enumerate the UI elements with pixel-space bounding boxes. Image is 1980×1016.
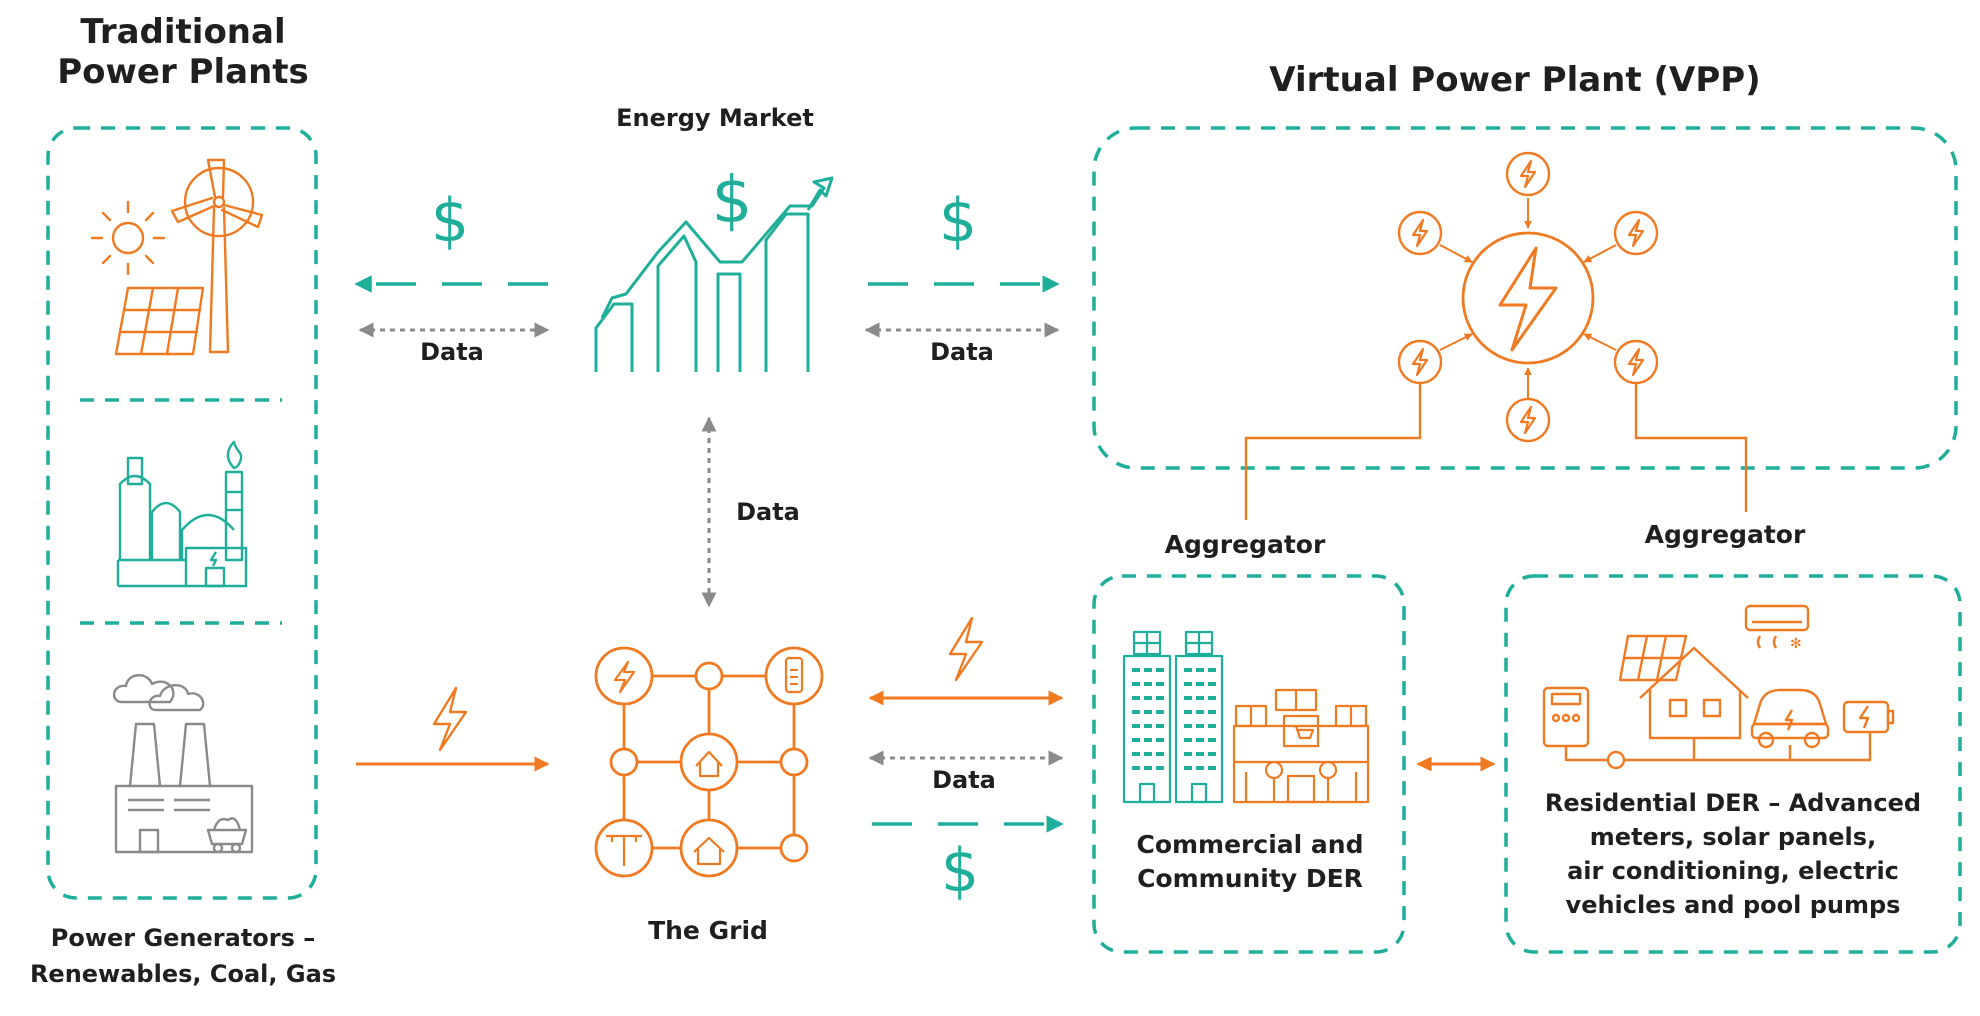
residential-der-label-line4: vehicles and pool pumps <box>1565 891 1901 919</box>
residential-der-label-line3: air conditioning, electric <box>1567 857 1899 885</box>
aggregator-label-right: Aggregator <box>1644 520 1806 549</box>
energy-market-title: Energy Market <box>616 104 814 132</box>
dollar-icon-market: $ <box>711 164 753 238</box>
data-label-top-right: Data <box>930 338 994 366</box>
traditional-plants-title-line1: Traditional <box>80 12 286 52</box>
dollar-icon-left: $ <box>430 186 470 256</box>
bolt-icon-grid-flow <box>948 616 984 682</box>
residential-der-label: Residential DER – Advanced meters, solar… <box>1512 786 1954 922</box>
power-generators-caption-line2: Renewables, Coal, Gas <box>29 960 337 988</box>
rising-chart-icon <box>594 176 834 372</box>
commercial-der-container <box>1092 574 1406 954</box>
aggregator-label-left: Aggregator <box>1164 530 1326 559</box>
vpp-container <box>1092 126 1958 470</box>
data-label-vertical: Data <box>736 498 800 526</box>
traditional-plants-container <box>46 126 318 900</box>
grid-network-icon <box>594 646 824 878</box>
residential-der-container <box>1504 574 1962 954</box>
gas-refinery-icon <box>116 440 248 588</box>
commercial-der-label: Commercial and Community DER <box>1100 828 1400 896</box>
dollar-icon-bottom: $ <box>940 836 980 906</box>
aggregator-line-right <box>1634 383 1748 512</box>
power-generators-caption-line1: Power Generators – <box>50 924 316 952</box>
vpp-title: Virtual Power Plant (VPP) <box>1269 60 1761 100</box>
traditional-plants-title: Traditional Power Plants <box>38 12 328 92</box>
residential-der-label-line1: Residential DER – Advanced <box>1544 789 1922 817</box>
dollar-icon-right: $ <box>938 186 978 256</box>
commercial-buildings-icon <box>1122 630 1370 804</box>
bolt-icon-plants-flow <box>432 686 468 752</box>
commercial-der-label-line2: Community DER <box>1137 864 1363 893</box>
power-generators-caption: Power Generators – Renewables, Coal, Gas <box>8 920 358 992</box>
grid-title: The Grid <box>648 916 768 945</box>
sun-wind-solar-icon <box>90 158 264 356</box>
lightning-hub-icon <box>1397 151 1659 443</box>
data-label-top-left: Data <box>420 338 484 366</box>
residential-der-label-line2: meters, solar panels, <box>1589 823 1877 851</box>
traditional-plants-title-line2: Power Plants <box>57 52 309 92</box>
residential-home-icon: ✻ <box>1542 604 1895 770</box>
svg-text:✻: ✻ <box>1790 636 1802 652</box>
aggregator-line-left <box>1244 383 1422 520</box>
coal-factory-icon <box>113 674 254 854</box>
data-label-grid-right: Data <box>932 766 996 794</box>
commercial-der-label-line1: Commercial and <box>1136 830 1364 859</box>
